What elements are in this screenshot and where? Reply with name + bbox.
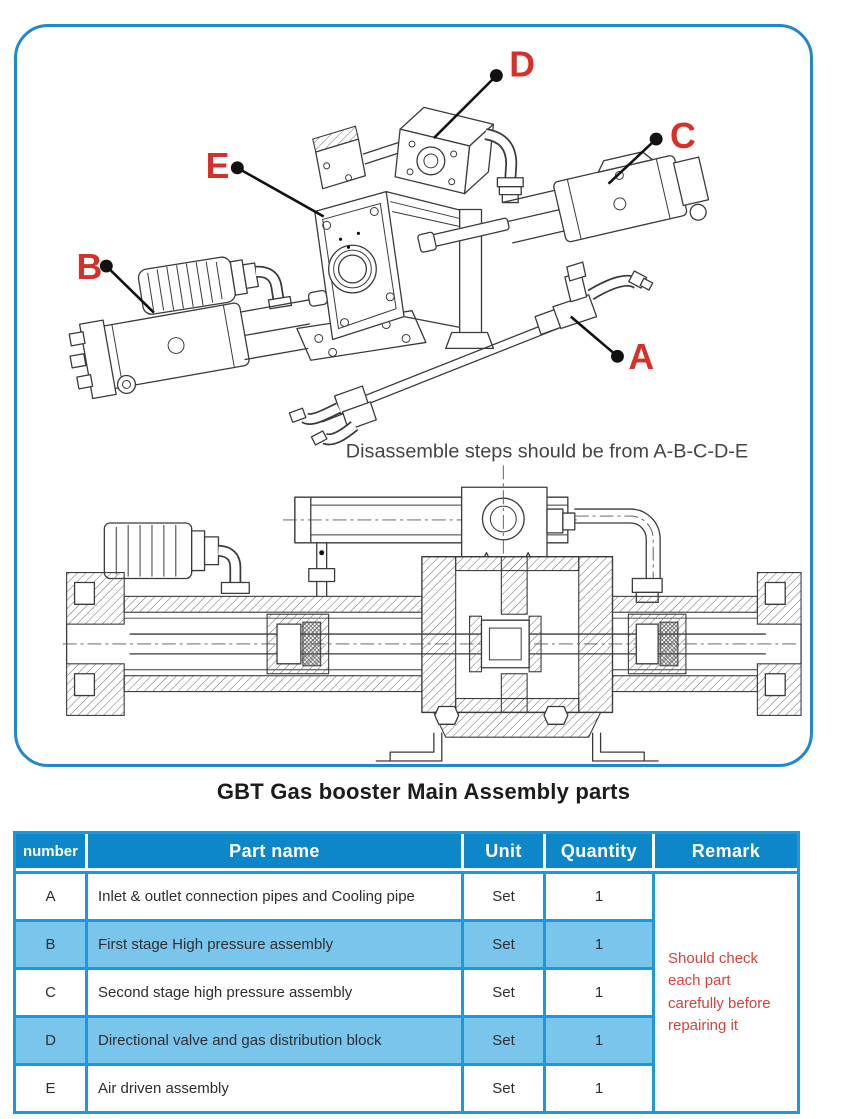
- col-header-unit: Unit: [464, 834, 546, 871]
- col-header-remark: Remark: [655, 834, 797, 871]
- label-b: B: [77, 247, 103, 287]
- assembly-diagram-panel: D C E B A Disassemble steps should be fr…: [14, 24, 813, 767]
- cell-part-name: Air driven assembly: [88, 1063, 464, 1111]
- cell-part-name: First stage High pressure assembly: [88, 919, 464, 967]
- cell-quantity: 1: [546, 1015, 655, 1063]
- page-title: GBT Gas booster Main Assembly parts: [216, 779, 631, 804]
- table-row-b: B First stage High pressure assembly Set…: [16, 919, 797, 967]
- part-b-drawing: [68, 256, 328, 400]
- label-c: C: [670, 116, 696, 156]
- cell-part-name: Directional valve and gas distribution b…: [88, 1015, 464, 1063]
- parts-table: number Part name Unit Quantity Remark A …: [13, 831, 800, 1114]
- cell-quantity: 1: [546, 1063, 655, 1111]
- table-row-e: E Air driven assembly Set 1: [16, 1063, 797, 1111]
- cell-quantity: 1: [546, 871, 655, 919]
- cell-part-name: Inlet & outlet connection pipes and Cool…: [88, 871, 464, 919]
- part-a-drawing: [288, 261, 654, 446]
- label-a: A: [628, 337, 654, 377]
- cell-remark: Should check each part carefully before …: [655, 871, 797, 1111]
- table-row-d: D Directional valve and gas distribution…: [16, 1015, 797, 1063]
- disassemble-caption: Disassemble steps should be from A-B-C-D…: [346, 441, 748, 463]
- part-c-drawing: [417, 151, 710, 253]
- part-d-drawing: [312, 106, 524, 204]
- cell-number: A: [16, 871, 88, 919]
- table-row-a: A Inlet & outlet connection pipes and Co…: [16, 871, 797, 1111]
- remark-note: Should check each part carefully before …: [668, 949, 771, 1035]
- cell-number: E: [16, 1063, 88, 1111]
- diagram-labels: D C E B A: [77, 45, 696, 378]
- table-header-row: number Part name Unit Quantity Remark: [16, 834, 797, 871]
- cell-unit: Set: [464, 919, 546, 967]
- label-d: D: [509, 45, 535, 85]
- cell-unit: Set: [464, 871, 546, 919]
- cell-number: C: [16, 967, 88, 1015]
- part-e-drawing: [296, 191, 495, 361]
- cell-quantity: 1: [546, 967, 655, 1015]
- col-header-quantity: Quantity: [546, 834, 655, 871]
- cross-section-drawing: [62, 465, 802, 762]
- col-header-part-name: Part name: [88, 834, 464, 871]
- cell-unit: Set: [464, 967, 546, 1015]
- cell-number: D: [16, 1015, 88, 1063]
- cell-unit: Set: [464, 1063, 546, 1111]
- cell-quantity: 1: [546, 919, 655, 967]
- gas-booster-diagram: D C E B A Disassemble steps should be fr…: [62, 45, 802, 762]
- label-e: E: [206, 146, 230, 186]
- cell-number: B: [16, 919, 88, 967]
- cell-part-name: Second stage high pressure assembly: [88, 967, 464, 1015]
- col-header-number: number: [16, 834, 88, 871]
- cell-unit: Set: [464, 1015, 546, 1063]
- table-row-c: C Second stage high pressure assembly Se…: [16, 967, 797, 1015]
